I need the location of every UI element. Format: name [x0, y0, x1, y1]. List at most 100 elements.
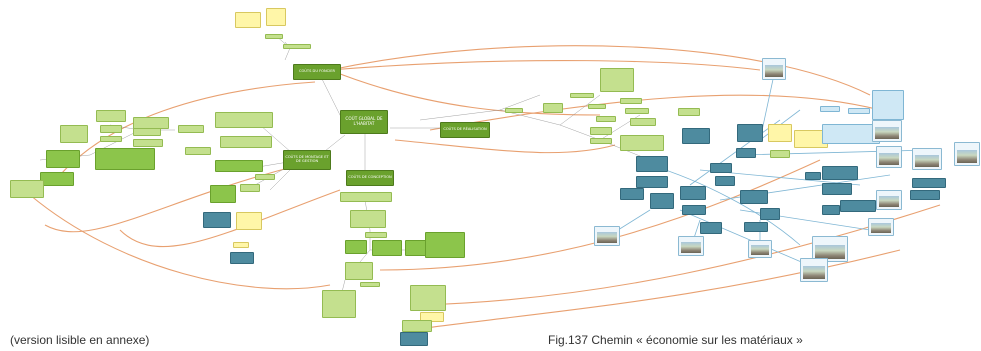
leaf-node[interactable]	[340, 192, 392, 202]
leaf-node[interactable]	[350, 210, 386, 228]
leaf-node[interactable]	[372, 240, 402, 256]
leaf-node[interactable]	[620, 98, 642, 104]
leaf-node[interactable]	[255, 174, 275, 180]
leaf-node[interactable]	[215, 160, 263, 172]
leaf-node[interactable]	[133, 128, 161, 136]
leaf-node[interactable]	[96, 110, 126, 122]
leaf-node[interactable]	[636, 176, 668, 188]
leaf-node[interactable]	[365, 232, 387, 238]
leaf-node[interactable]	[736, 148, 756, 158]
info-node[interactable]	[848, 108, 870, 114]
info-node[interactable]	[820, 106, 840, 112]
branch-node-montage[interactable]: COÛTS DE MONTAGE ET DE GESTION	[283, 150, 331, 170]
leaf-node[interactable]	[410, 285, 446, 311]
leaf-node[interactable]	[740, 190, 768, 204]
leaf-node[interactable]	[345, 240, 367, 254]
note-node[interactable]	[236, 212, 262, 230]
leaf-node[interactable]	[620, 135, 664, 151]
note-node[interactable]	[768, 124, 792, 142]
leaf-node[interactable]	[215, 112, 273, 128]
leaf-node[interactable]	[588, 104, 606, 109]
photo-node[interactable]	[748, 240, 772, 258]
leaf-node[interactable]	[230, 252, 254, 264]
leaf-node[interactable]	[625, 108, 649, 114]
leaf-node[interactable]	[620, 188, 644, 200]
leaf-node[interactable]	[596, 116, 616, 122]
leaf-node[interactable]	[600, 68, 634, 92]
leaf-node[interactable]	[100, 125, 122, 133]
leaf-node[interactable]	[590, 127, 612, 135]
leaf-node[interactable]	[95, 148, 155, 170]
leaf-node[interactable]	[505, 108, 523, 113]
leaf-node[interactable]	[402, 320, 432, 332]
leaf-node[interactable]	[543, 103, 563, 113]
leaf-node[interactable]	[185, 147, 211, 155]
note-node[interactable]	[233, 242, 249, 248]
leaf-node[interactable]	[678, 108, 700, 116]
leaf-node[interactable]	[425, 232, 465, 258]
leaf-node[interactable]	[650, 193, 674, 209]
leaf-node[interactable]	[40, 172, 74, 186]
leaf-node[interactable]	[46, 150, 80, 168]
note-node[interactable]	[420, 312, 444, 322]
leaf-node[interactable]	[240, 184, 260, 192]
branch-node-foncier[interactable]: COÛTS DU FONCIER	[293, 64, 341, 80]
photo-node[interactable]	[594, 226, 620, 246]
note-node[interactable]	[235, 12, 261, 28]
caption-left: (version lisible en annexe)	[10, 333, 150, 347]
photo-node[interactable]	[876, 190, 902, 210]
photo-node[interactable]	[912, 148, 942, 170]
leaf-node[interactable]	[203, 212, 231, 228]
photo-node[interactable]	[762, 58, 786, 80]
leaf-node[interactable]	[805, 172, 821, 180]
photo-node[interactable]	[954, 142, 980, 166]
leaf-node[interactable]	[682, 128, 710, 144]
photo-node[interactable]	[872, 120, 902, 142]
building-photo	[915, 155, 939, 167]
leaf-node[interactable]	[570, 93, 594, 98]
leaf-node[interactable]	[630, 118, 656, 126]
leaf-node[interactable]	[360, 282, 380, 287]
leaf-node[interactable]	[220, 136, 272, 148]
leaf-node[interactable]	[636, 156, 668, 172]
photo-node[interactable]	[876, 146, 902, 168]
leaf-node[interactable]	[822, 205, 840, 215]
photo-node[interactable]	[812, 236, 848, 262]
building-photo	[597, 232, 617, 243]
leaf-node[interactable]	[710, 163, 732, 173]
leaf-node[interactable]	[912, 178, 946, 188]
leaf-node[interactable]	[700, 222, 722, 234]
leaf-node[interactable]	[682, 205, 706, 215]
leaf-node[interactable]	[770, 150, 790, 158]
photo-node[interactable]	[678, 236, 704, 256]
leaf-node[interactable]	[744, 222, 768, 232]
leaf-node[interactable]	[590, 138, 612, 144]
leaf-node[interactable]	[822, 166, 858, 180]
leaf-node[interactable]	[715, 176, 735, 186]
leaf-node[interactable]	[100, 136, 122, 142]
photo-node[interactable]	[800, 258, 828, 282]
info-node[interactable]	[872, 90, 904, 120]
leaf-node[interactable]	[400, 332, 428, 346]
leaf-node[interactable]	[322, 290, 356, 318]
center-node[interactable]: COÛT GLOBAL DE L'HABITAT	[340, 110, 388, 134]
leaf-node[interactable]	[680, 186, 706, 200]
leaf-node[interactable]	[283, 44, 311, 49]
branch-node-conception[interactable]: COÛTS DE CONCEPTION	[346, 170, 394, 186]
leaf-node[interactable]	[822, 183, 852, 195]
leaf-node[interactable]	[10, 180, 44, 198]
leaf-node[interactable]	[60, 125, 88, 143]
leaf-node[interactable]	[910, 190, 940, 200]
note-node[interactable]	[266, 8, 286, 26]
leaf-node[interactable]	[760, 208, 780, 220]
leaf-node[interactable]	[345, 262, 373, 280]
branch-node-realisation[interactable]: COÛTS DE RÉALISATION	[440, 122, 490, 138]
leaf-node[interactable]	[840, 200, 876, 212]
leaf-node[interactable]	[210, 185, 236, 203]
leaf-node[interactable]	[178, 125, 204, 133]
leaf-node[interactable]	[737, 124, 763, 142]
photo-node[interactable]	[868, 218, 894, 236]
leaf-node[interactable]	[265, 34, 283, 39]
leaf-node[interactable]	[133, 139, 163, 147]
building-photo	[957, 149, 977, 163]
